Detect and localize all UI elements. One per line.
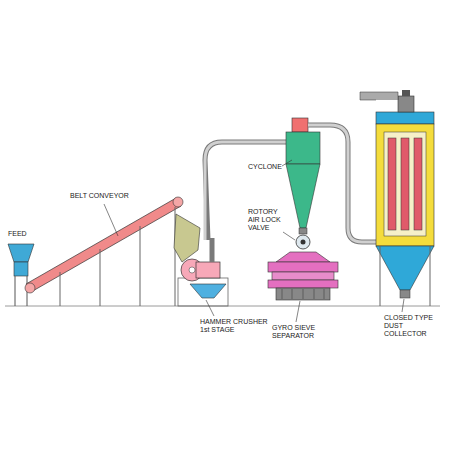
airlock-valve: [296, 235, 310, 249]
cyclone: [286, 118, 320, 234]
leader-lines: [104, 160, 404, 322]
valve-label: ROTORY AIR LOCK VALVE: [248, 208, 284, 232]
cyclone-label: CYCLONE: [248, 163, 288, 171]
feed-hopper: [8, 244, 34, 306]
gyro-sieve: [268, 252, 338, 300]
feed-label: FEED: [8, 230, 48, 238]
hammer-crusher: [178, 259, 228, 306]
belt-conveyor: [25, 197, 183, 306]
sieve-label: GYRO SIEVE SEPARATOR: [272, 324, 352, 340]
feed-chute: [174, 214, 200, 262]
crusher-label: HAMMER CRUSHER 1st STAGE: [200, 318, 270, 334]
collector-label: CLOSED TYPE DUST COLLECTOR: [384, 314, 446, 338]
conveyor-label: BELT CONVEYOR: [70, 192, 150, 200]
dust-collector: [360, 90, 434, 306]
